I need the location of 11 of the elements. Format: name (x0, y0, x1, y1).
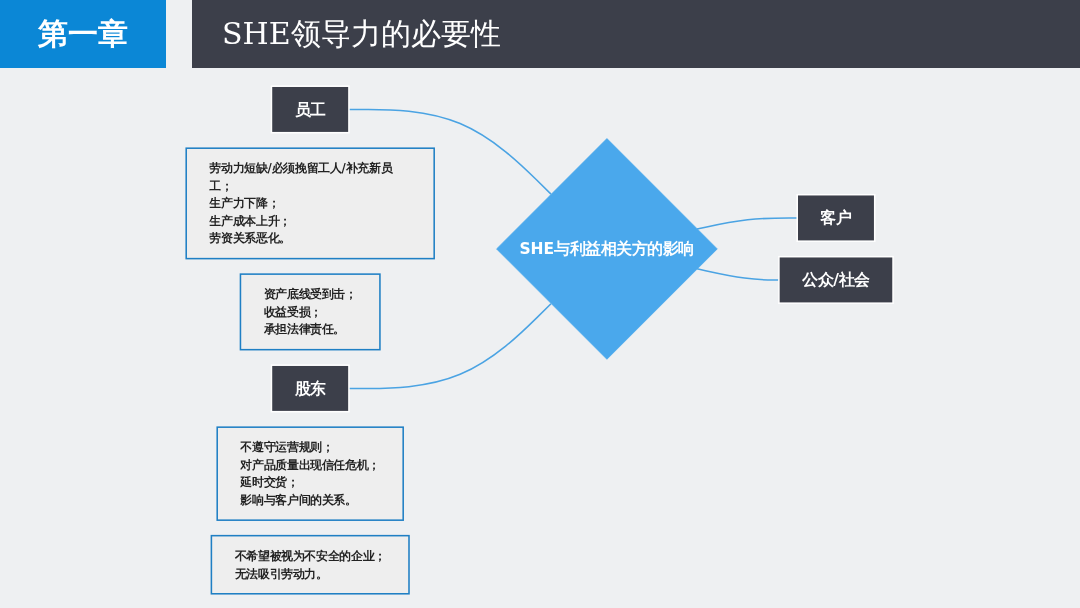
node-box: 客户 (796, 193, 876, 242)
node-box: 不希望被视为不安全的企业； 无法吸引劳动力。 (211, 534, 411, 595)
node-diamond: SHE与利益相关方的影响 (496, 138, 719, 360)
chapter-label: 第一章 (0, 0, 166, 68)
node-box: 公众/社会 (778, 255, 895, 304)
node-box: 不遵守运营规则； 对产品质量出现信任危机； 延时交货； 影响与客户间的关系。 (216, 426, 405, 521)
node-box: 资产底线受到击； 收益受损； 承担法律责任。 (240, 273, 382, 351)
node-box: 股东 (271, 364, 351, 413)
node-box: 员工 (271, 85, 351, 134)
title: SHE领导力的必要性 (192, 0, 1080, 68)
node-box: 劳动力短缺/必须挽留工人/补充新员工； 生产力下降； 生产成本上升； 劳资关系恶化。 (185, 147, 436, 260)
